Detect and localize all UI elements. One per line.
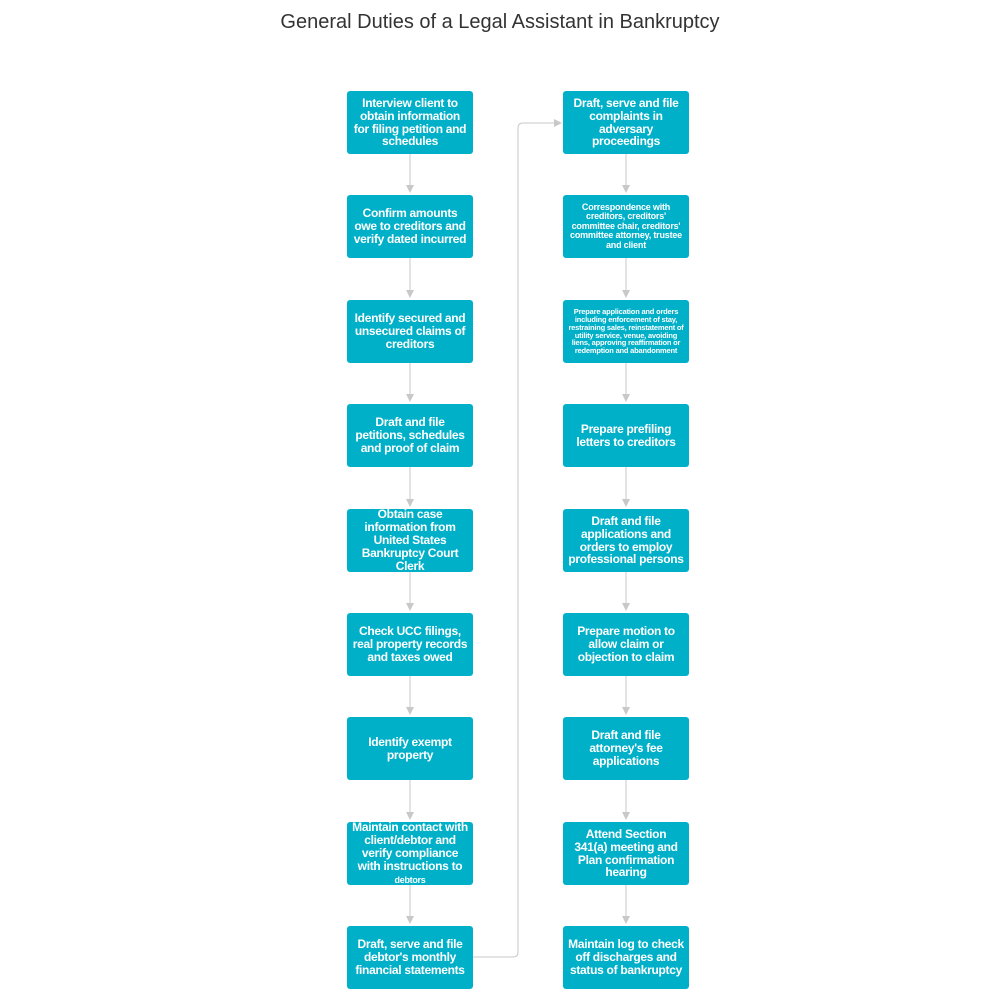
step-confirm-amounts: Confirm amounts owe to creditors and ver… xyxy=(347,195,473,258)
step-check-ucc: Check UCC filings, real property records… xyxy=(347,613,473,676)
step-monthly-statements: Draft, serve and file debtor's monthly f… xyxy=(347,926,473,989)
step-adversary-complaints: Draft, serve and file complaints in adve… xyxy=(563,91,689,154)
step-obtain-case-info: Obtain case information from United Stat… xyxy=(347,508,473,572)
step-draft-petitions: Draft and file petitions, schedules and … xyxy=(347,404,473,467)
step-identify-exempt: Identify exempt property xyxy=(347,717,473,780)
step-motion-claim: Prepare motion to allow claim or objecti… xyxy=(563,613,689,676)
step-interview-client: Interview client to obtain information f… xyxy=(347,91,473,154)
step-section-341a: Attend Section 341(a) meeting and Plan c… xyxy=(563,822,689,885)
step-maintain-contact: Maintain contact with client/debtor and … xyxy=(347,821,473,885)
step-maintain-log: Maintain log to check off discharges and… xyxy=(563,926,689,989)
diagram-title: General Duties of a Legal Assistant in B… xyxy=(280,11,720,33)
step-identify-claims: Identify secured and unsecured claims of… xyxy=(347,300,473,363)
connector-cross xyxy=(473,119,562,958)
step-prefiling-letters: Prepare prefiling letters to creditors xyxy=(563,404,689,467)
step-employ-professionals: Draft and file applications and orders t… xyxy=(563,509,689,572)
step-prepare-application-orders: Prepare application and orders including… xyxy=(563,300,689,363)
step-fee-applications: Draft and file attorney's fee applicatio… xyxy=(563,717,689,780)
step-correspondence: Correspondence with creditors, creditors… xyxy=(563,195,689,258)
